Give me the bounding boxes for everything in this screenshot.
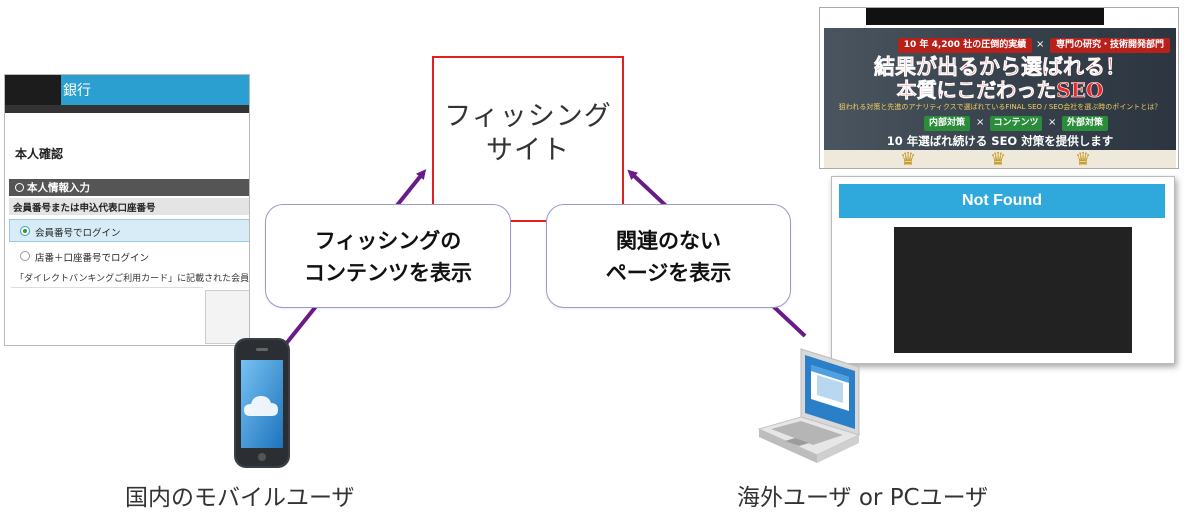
seo-cross-1: × xyxy=(1036,39,1045,50)
radio-unselected-icon[interactable] xyxy=(20,251,30,261)
bank-note-text: 「ダイレクトバンキングご利用カード」に記載された会員 xyxy=(15,274,250,284)
bank-logo-redacted xyxy=(5,75,61,105)
seo-tag-external: 外部対策 xyxy=(1062,116,1108,131)
bank-section-bar xyxy=(9,179,249,196)
radio-selected-icon[interactable] xyxy=(20,226,30,236)
bank-phishing-screenshot: 銀行 本人確認 本人情報入力 会員番号または申込代表口座番号 会員番号でログイン… xyxy=(4,74,250,346)
bank-subheader-label: 会員番号または申込代表口座番号 xyxy=(13,203,156,214)
not-found-screenshot: Not Found xyxy=(831,176,1175,364)
seo-ad-screenshot: 10 年 4,200 社の圧倒的実績 × 専門の研究・技術開発部門 結果が出るか… xyxy=(819,7,1179,169)
phishing-content-bubble: フィッシングの コンテンツを表示 xyxy=(265,204,511,308)
seo-headline-2: 本質にこだわったSEO xyxy=(896,78,1104,102)
seo-headline-1: 結果が出るから選ばれる！ xyxy=(874,54,1127,79)
bank-subheader xyxy=(9,198,249,215)
crown-icon: ♛ xyxy=(990,149,1007,169)
crown-icon: ♛ xyxy=(900,149,917,169)
phishing-content-line1: フィッシングの xyxy=(314,229,462,253)
caption-overseas-pc-users: 海外ユーザ or PCユーザ xyxy=(737,485,989,511)
seo-top-bar xyxy=(866,8,1104,25)
seo-tag-content: コンテンツ xyxy=(990,116,1042,131)
unrelated-page-bubble: 関連のない ページを表示 xyxy=(546,204,791,308)
smartphone-icon xyxy=(234,338,290,468)
seo-footer-text: 10 年選ばれ続ける SEO 対策を提供します xyxy=(886,134,1114,148)
seo-cross-3: × xyxy=(1048,117,1057,128)
unrelated-page-line2: ページを表示 xyxy=(605,261,732,285)
seo-bottom-strip xyxy=(824,150,1176,168)
phishing-site-label-line2: サイト xyxy=(486,135,570,166)
crown-icon: ♛ xyxy=(1075,149,1092,169)
seo-small-text: 狙われる対策と先進のアナリティクスで選ばれているFINAL SEO / SEO会… xyxy=(838,103,1162,111)
seo-tag-track-record: 10 年 4,200 社の圧倒的実績 xyxy=(898,38,1032,53)
seo-cross-2: × xyxy=(976,117,985,128)
phishing-content-line2: コンテンツを表示 xyxy=(304,261,472,285)
unrelated-page-line1: 関連のない xyxy=(616,229,721,253)
not-found-content-redacted xyxy=(894,227,1132,353)
seo-tag-internal: 内部対策 xyxy=(924,116,970,131)
phishing-site-label-line1: フィッシング xyxy=(444,101,612,132)
laptop-icon xyxy=(757,348,861,463)
bank-divider xyxy=(11,287,203,288)
not-found-header: Not Found xyxy=(839,184,1165,218)
bank-bar-circle-icon xyxy=(15,183,24,192)
phishing-site-label: フィッシング サイト xyxy=(432,100,624,168)
bank-card-image xyxy=(205,290,249,344)
bank-option2-label: 店番＋口座番号でログイン xyxy=(35,253,150,264)
bank-section-title: 本人確認 xyxy=(15,147,64,161)
caption-domestic-mobile-users: 国内のモバイルユーザ xyxy=(125,485,355,511)
bank-option1-label: 会員番号でログイン xyxy=(35,228,121,239)
bank-nav-strip xyxy=(5,105,249,113)
seo-tag-research: 専門の研究・技術開発部門 xyxy=(1050,38,1170,53)
bank-option-member-login[interactable] xyxy=(9,219,249,242)
bank-title: 銀行 xyxy=(63,83,91,99)
phishing-site-box xyxy=(432,56,624,222)
bank-bar-label: 本人情報入力 xyxy=(27,182,90,194)
